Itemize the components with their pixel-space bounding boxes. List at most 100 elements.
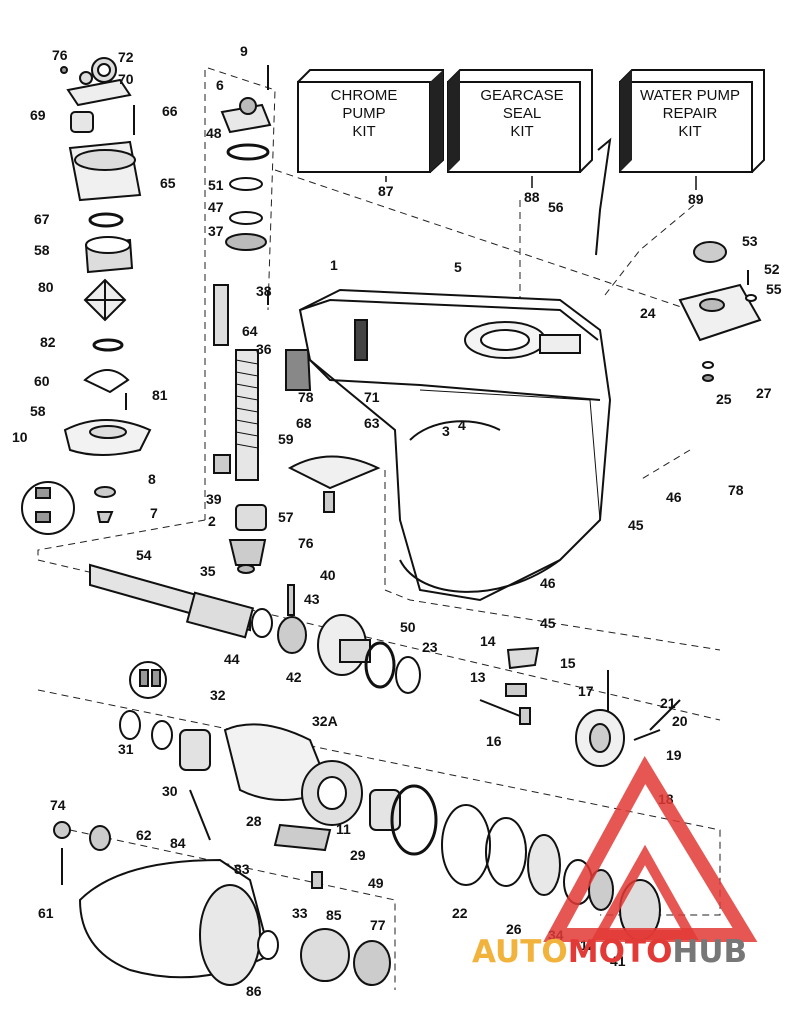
- part-number-label: 85: [326, 907, 342, 923]
- kit-reference-number: 89: [688, 191, 704, 207]
- part-number-label: 6: [216, 77, 224, 93]
- part-number-label: 13: [470, 669, 486, 685]
- kit-label-line: WATER PUMP: [640, 87, 740, 104]
- part-number-label: 81: [152, 387, 168, 403]
- part-number-label: 83: [234, 861, 250, 877]
- part-number-label: 48: [206, 125, 222, 141]
- part-number-label: 39: [206, 491, 222, 507]
- kit-label-line: CHROME: [331, 87, 398, 104]
- dashed-guide-line: [384, 470, 721, 651]
- part-number-label: 71: [364, 389, 380, 405]
- part-number-label: 19: [666, 747, 682, 763]
- part-number-label: 10: [12, 429, 28, 445]
- part-number-label: 2: [208, 513, 216, 529]
- kit-label-line: KIT: [510, 123, 533, 140]
- part-number-label: 70: [118, 71, 134, 87]
- driveshaft-column: [213, 65, 381, 574]
- part-number-label: 7: [150, 505, 158, 521]
- part-number-label: 46: [540, 575, 556, 591]
- kit-reference-number: 88: [524, 189, 540, 205]
- part-number-label: 57: [278, 509, 294, 525]
- part-number-label: 26: [506, 921, 522, 937]
- part-number-label: 1: [330, 257, 338, 273]
- part-number-label: 60: [34, 373, 50, 389]
- part-number-label: 4: [458, 417, 466, 433]
- part-number-label: 54: [136, 547, 152, 563]
- part-number-label: 64: [242, 323, 258, 339]
- part-number-label: 58: [34, 242, 50, 258]
- part-number-label: 24: [640, 305, 656, 321]
- part-number-label: 37: [208, 223, 224, 239]
- part-number-label: 28: [246, 813, 262, 829]
- dashed-guide-line: [639, 449, 691, 481]
- part-number-label: 59: [278, 431, 294, 447]
- part-number-label: 65: [160, 175, 176, 191]
- part-number-label: 78: [298, 389, 314, 405]
- kit-label-line: PUMP: [342, 105, 385, 122]
- part-number-label: 20: [672, 713, 688, 729]
- kit-reference-number: 87: [378, 183, 394, 199]
- kit-label-line: REPAIR: [663, 105, 718, 122]
- part-number-label: 58: [30, 403, 46, 419]
- part-number-label: 47: [208, 199, 224, 215]
- gear-and-shaft-parts: [89, 563, 681, 767]
- part-number-label: 52: [764, 261, 780, 277]
- part-number-label: 32: [210, 687, 226, 703]
- part-number-label: 56: [548, 199, 564, 215]
- part-number-label: 11: [336, 821, 351, 837]
- part-number-label: 76: [298, 535, 314, 551]
- water-pump-parts: [21, 57, 152, 535]
- part-number-label: 36: [256, 341, 272, 357]
- watermark-part-hub: HUB: [672, 934, 747, 970]
- part-number-label: 50: [400, 619, 416, 635]
- dashed-guide-line: [604, 199, 701, 296]
- part-number-label: 41: [610, 953, 626, 969]
- part-number-label: 46: [666, 489, 682, 505]
- part-number-label: 31: [118, 741, 134, 757]
- part-number-label: 33: [292, 905, 308, 921]
- gearcase-housing: [298, 288, 612, 602]
- cover-plate-parts: [595, 137, 762, 382]
- kit-label-line: SEAL: [503, 105, 541, 122]
- kit-boxes: CHROME PUMP KIT GEARCASE SEAL KIT WATER …: [297, 69, 765, 173]
- part-number-label: 30: [162, 783, 178, 799]
- part-number-label: 45: [628, 517, 644, 533]
- part-number-label: 84: [170, 835, 186, 851]
- part-number-label: 3: [442, 423, 450, 439]
- part-number-label: 82: [40, 334, 56, 350]
- part-number-label: 62: [136, 827, 152, 843]
- watermark-part-auto: AUTO: [472, 934, 568, 970]
- part-number-label: 35: [200, 563, 216, 579]
- part-number-label: 69: [30, 107, 46, 123]
- part-number-label: 77: [370, 917, 386, 933]
- part-number-label: 40: [320, 567, 336, 583]
- part-number-label: 17: [578, 683, 594, 699]
- part-number-label: 63: [364, 415, 380, 431]
- kit-box-water-pump-repair: WATER PUMP REPAIR KIT: [619, 69, 765, 173]
- part-number-label: 42: [286, 669, 302, 685]
- part-number-label: 53: [742, 233, 758, 249]
- dashed-guide-line: [37, 519, 206, 560]
- part-number-label: 49: [368, 875, 384, 891]
- part-number-label: 43: [304, 591, 320, 607]
- part-number-label: 44: [224, 651, 240, 667]
- part-number-label: 25: [716, 391, 732, 407]
- dashed-guide-line: [37, 559, 721, 721]
- part-number-label: 66: [162, 103, 178, 119]
- part-number-label: 15: [560, 655, 576, 671]
- part-number-label: 9: [240, 43, 248, 59]
- kit-box-gearcase-seal: GEARCASE SEAL KIT: [447, 69, 593, 173]
- part-number-label: 32A: [312, 713, 338, 729]
- part-number-label: 27: [756, 385, 772, 401]
- part-number-label: 68: [296, 415, 312, 431]
- part-number-label: 16: [486, 733, 502, 749]
- kit-label-line: GEARCASE: [480, 87, 563, 104]
- part-number-label: 55: [766, 281, 782, 297]
- watermark: AUTOMOTOHUB: [472, 755, 758, 970]
- part-number-label: 21: [660, 695, 676, 711]
- part-number-label: 5: [454, 259, 462, 275]
- propshaft-parts: [53, 661, 661, 986]
- part-number-label: 76: [52, 47, 68, 63]
